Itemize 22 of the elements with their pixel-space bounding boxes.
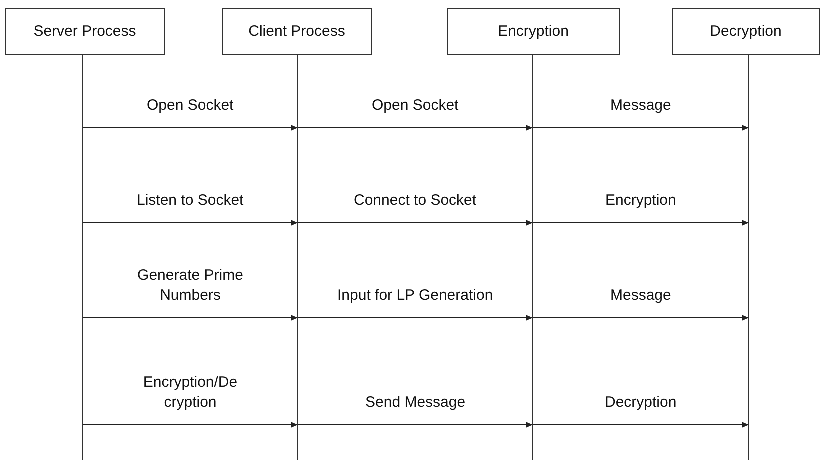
message-arrow — [532, 422, 750, 428]
message-label: Decryption — [603, 393, 679, 413]
message-arrow — [298, 422, 534, 428]
participant-box: Encryption — [447, 8, 620, 55]
participant-box: Client Process — [222, 8, 372, 55]
message-arrow — [82, 315, 298, 321]
message-arrow — [532, 315, 750, 321]
message-arrow — [82, 125, 298, 131]
message-arrow — [298, 315, 534, 321]
participant-box: Server Process — [5, 8, 165, 55]
message-label: Open Socket — [145, 96, 236, 116]
message-label: Send Message — [364, 393, 468, 413]
message-arrow — [298, 125, 534, 131]
message-arrow — [82, 422, 298, 428]
message-label: Encryption — [604, 191, 678, 211]
message-label: Input for LP Generation — [336, 286, 496, 306]
participant-box: Decryption — [672, 8, 820, 55]
message-arrow — [532, 125, 750, 131]
message-arrow — [298, 220, 534, 226]
message-label: Open Socket — [370, 96, 461, 116]
message-arrow — [532, 220, 750, 226]
message-arrow — [82, 220, 298, 226]
